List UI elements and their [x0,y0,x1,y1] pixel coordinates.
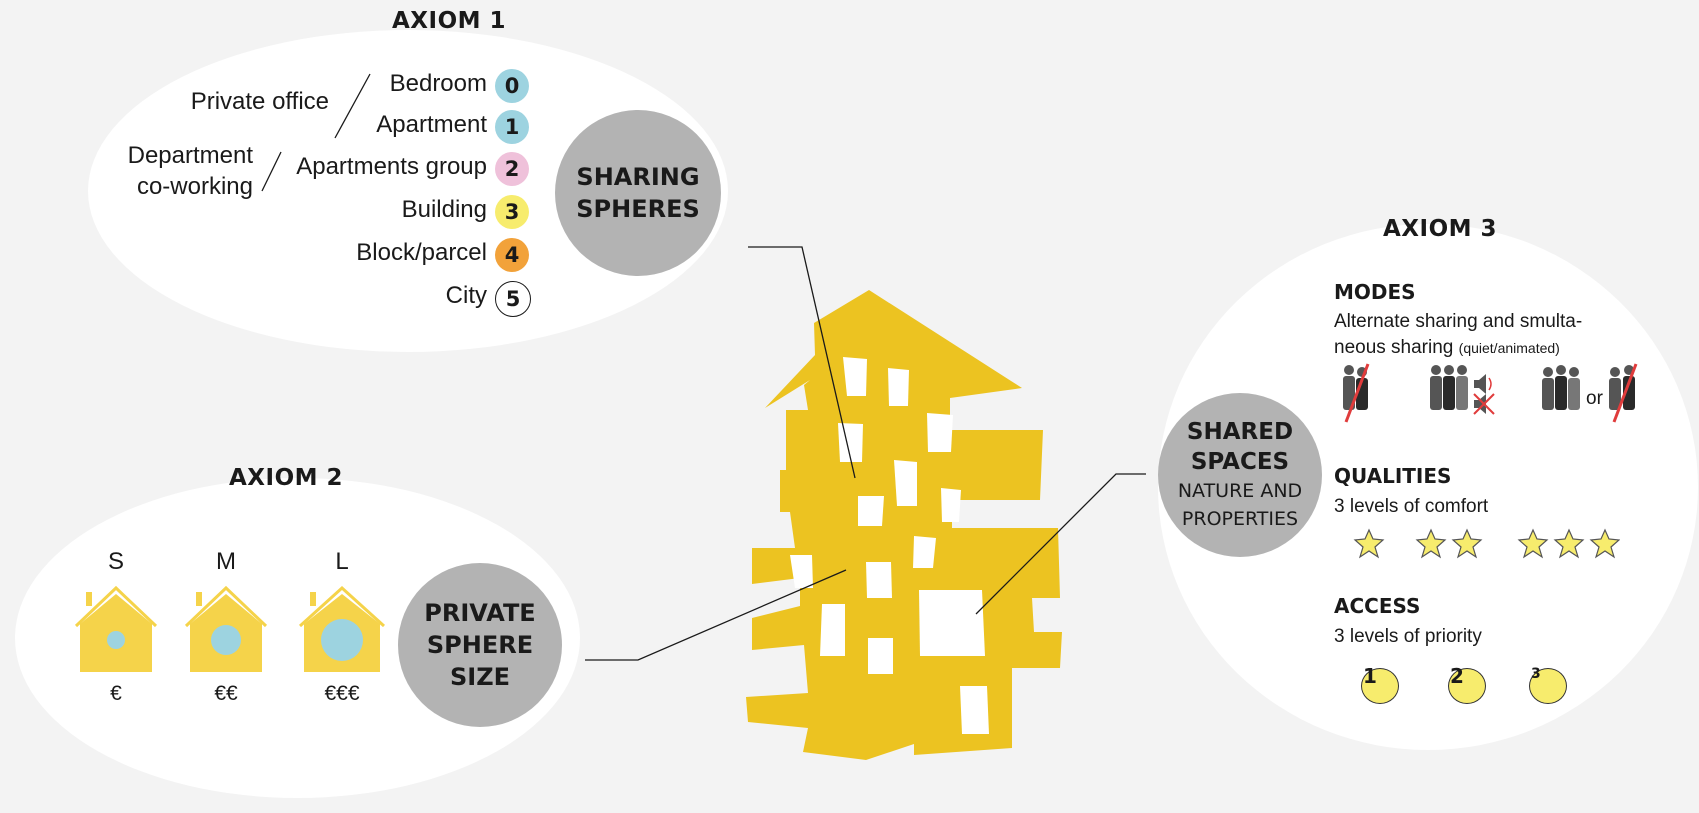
shared-spaces-circle: SHARED SPACES NATURE AND PROPERTIES [1158,393,1322,557]
comfort-level-2 [1416,529,1482,558]
modes-or: or [1586,388,1603,409]
priority-2-badge: 2 [1448,664,1486,704]
comfort-level-1 [1354,529,1384,558]
priority-3-badge: 3 [1529,666,1567,704]
sphere-level-badge: 0 [495,69,529,103]
price-label: €€ [214,682,238,705]
priority-2-num: 2 [1450,664,1464,688]
sphere-level-label: Apartment [376,111,487,138]
qualities-text: 3 levels of comfort [1334,496,1489,517]
sphere-level-label: Block/parcel [356,239,487,266]
private-sphere-line-1: PRIVATE [424,599,536,627]
priority-1-num: 1 [1363,664,1377,688]
access-heading: ACCESS [1334,594,1421,618]
sharing-spheres-line-2: SPHERES [576,195,700,223]
shared-spaces-line-2: SPACES [1190,449,1290,475]
sphere-level-badge: 4 [495,238,529,272]
sphere-level-label: Apartments group [296,153,487,180]
private-sphere-circle: PRIVATE SPHERE SIZE [398,563,562,727]
house-icon [298,585,386,672]
modes-people-icons [1343,363,1638,423]
private-sphere-line-2: SPHERE [426,631,534,659]
modes-line-1: Alternate sharing and smulta- [1334,311,1583,332]
sharing-spheres-circle: SHARING SPHERES [555,110,721,276]
building-shape [746,290,1062,760]
building-windows [790,357,989,734]
house-icon [74,585,158,672]
priority-3-num: 3 [1531,666,1541,682]
axiom1-title: AXIOM 1 [392,8,507,34]
private-office-label: Private office [190,88,329,115]
sphere-level-badge: 5 [495,281,531,317]
price-label: € [110,682,122,705]
sphere-level-label: Building [401,196,487,223]
shared-spaces-line-1: SHARED [1186,419,1294,445]
connector-lines [585,246,1146,661]
coworking-line-2: co-working [136,173,253,200]
access-text: 3 levels of priority [1334,626,1482,647]
size-letter: L [335,548,349,575]
slash-icon-2 [1612,363,1638,423]
sphere-level-badge: 1 [495,110,529,144]
modes-note: (quiet/animated) [1458,340,1560,356]
axiom2-title: AXIOM 2 [229,465,344,491]
office-slashes [261,73,371,192]
coworking-line-1: Department [127,142,253,169]
sphere-level-label: City [445,282,487,309]
group-icon [1430,365,1468,410]
size-letter: S [107,548,124,575]
axiom3-title: AXIOM 3 [1383,216,1498,242]
size-letter: M [216,548,236,575]
price-label: €€€ [324,682,360,705]
sphere-level-badge: 3 [495,195,529,229]
group-icon-2 [1542,365,1580,410]
sphere-level-label: Bedroom [389,70,487,97]
qualities-heading: QUALITIES [1334,464,1452,488]
coworking-label: Department co-working [128,140,253,202]
house-icon [184,585,268,672]
nature-line-1: NATURE AND [1177,480,1303,502]
private-sphere-line-3: SIZE [449,663,510,691]
comfort-stars [1354,529,1620,558]
modes-line-2-text: neous sharing [1334,337,1454,358]
priority-1-badge: 1 [1361,664,1399,704]
sphere-level-badge: 2 [495,152,529,186]
modes-heading: MODES [1334,280,1416,304]
slash-icon-1 [1344,363,1370,423]
sharing-spheres-line-1: SHARING [576,163,700,191]
modes-line-2: neous sharing (quiet/animated) [1334,335,1560,361]
sound-icon [1473,374,1495,415]
nature-line-2: PROPERTIES [1181,508,1299,530]
comfort-level-3 [1518,529,1620,558]
